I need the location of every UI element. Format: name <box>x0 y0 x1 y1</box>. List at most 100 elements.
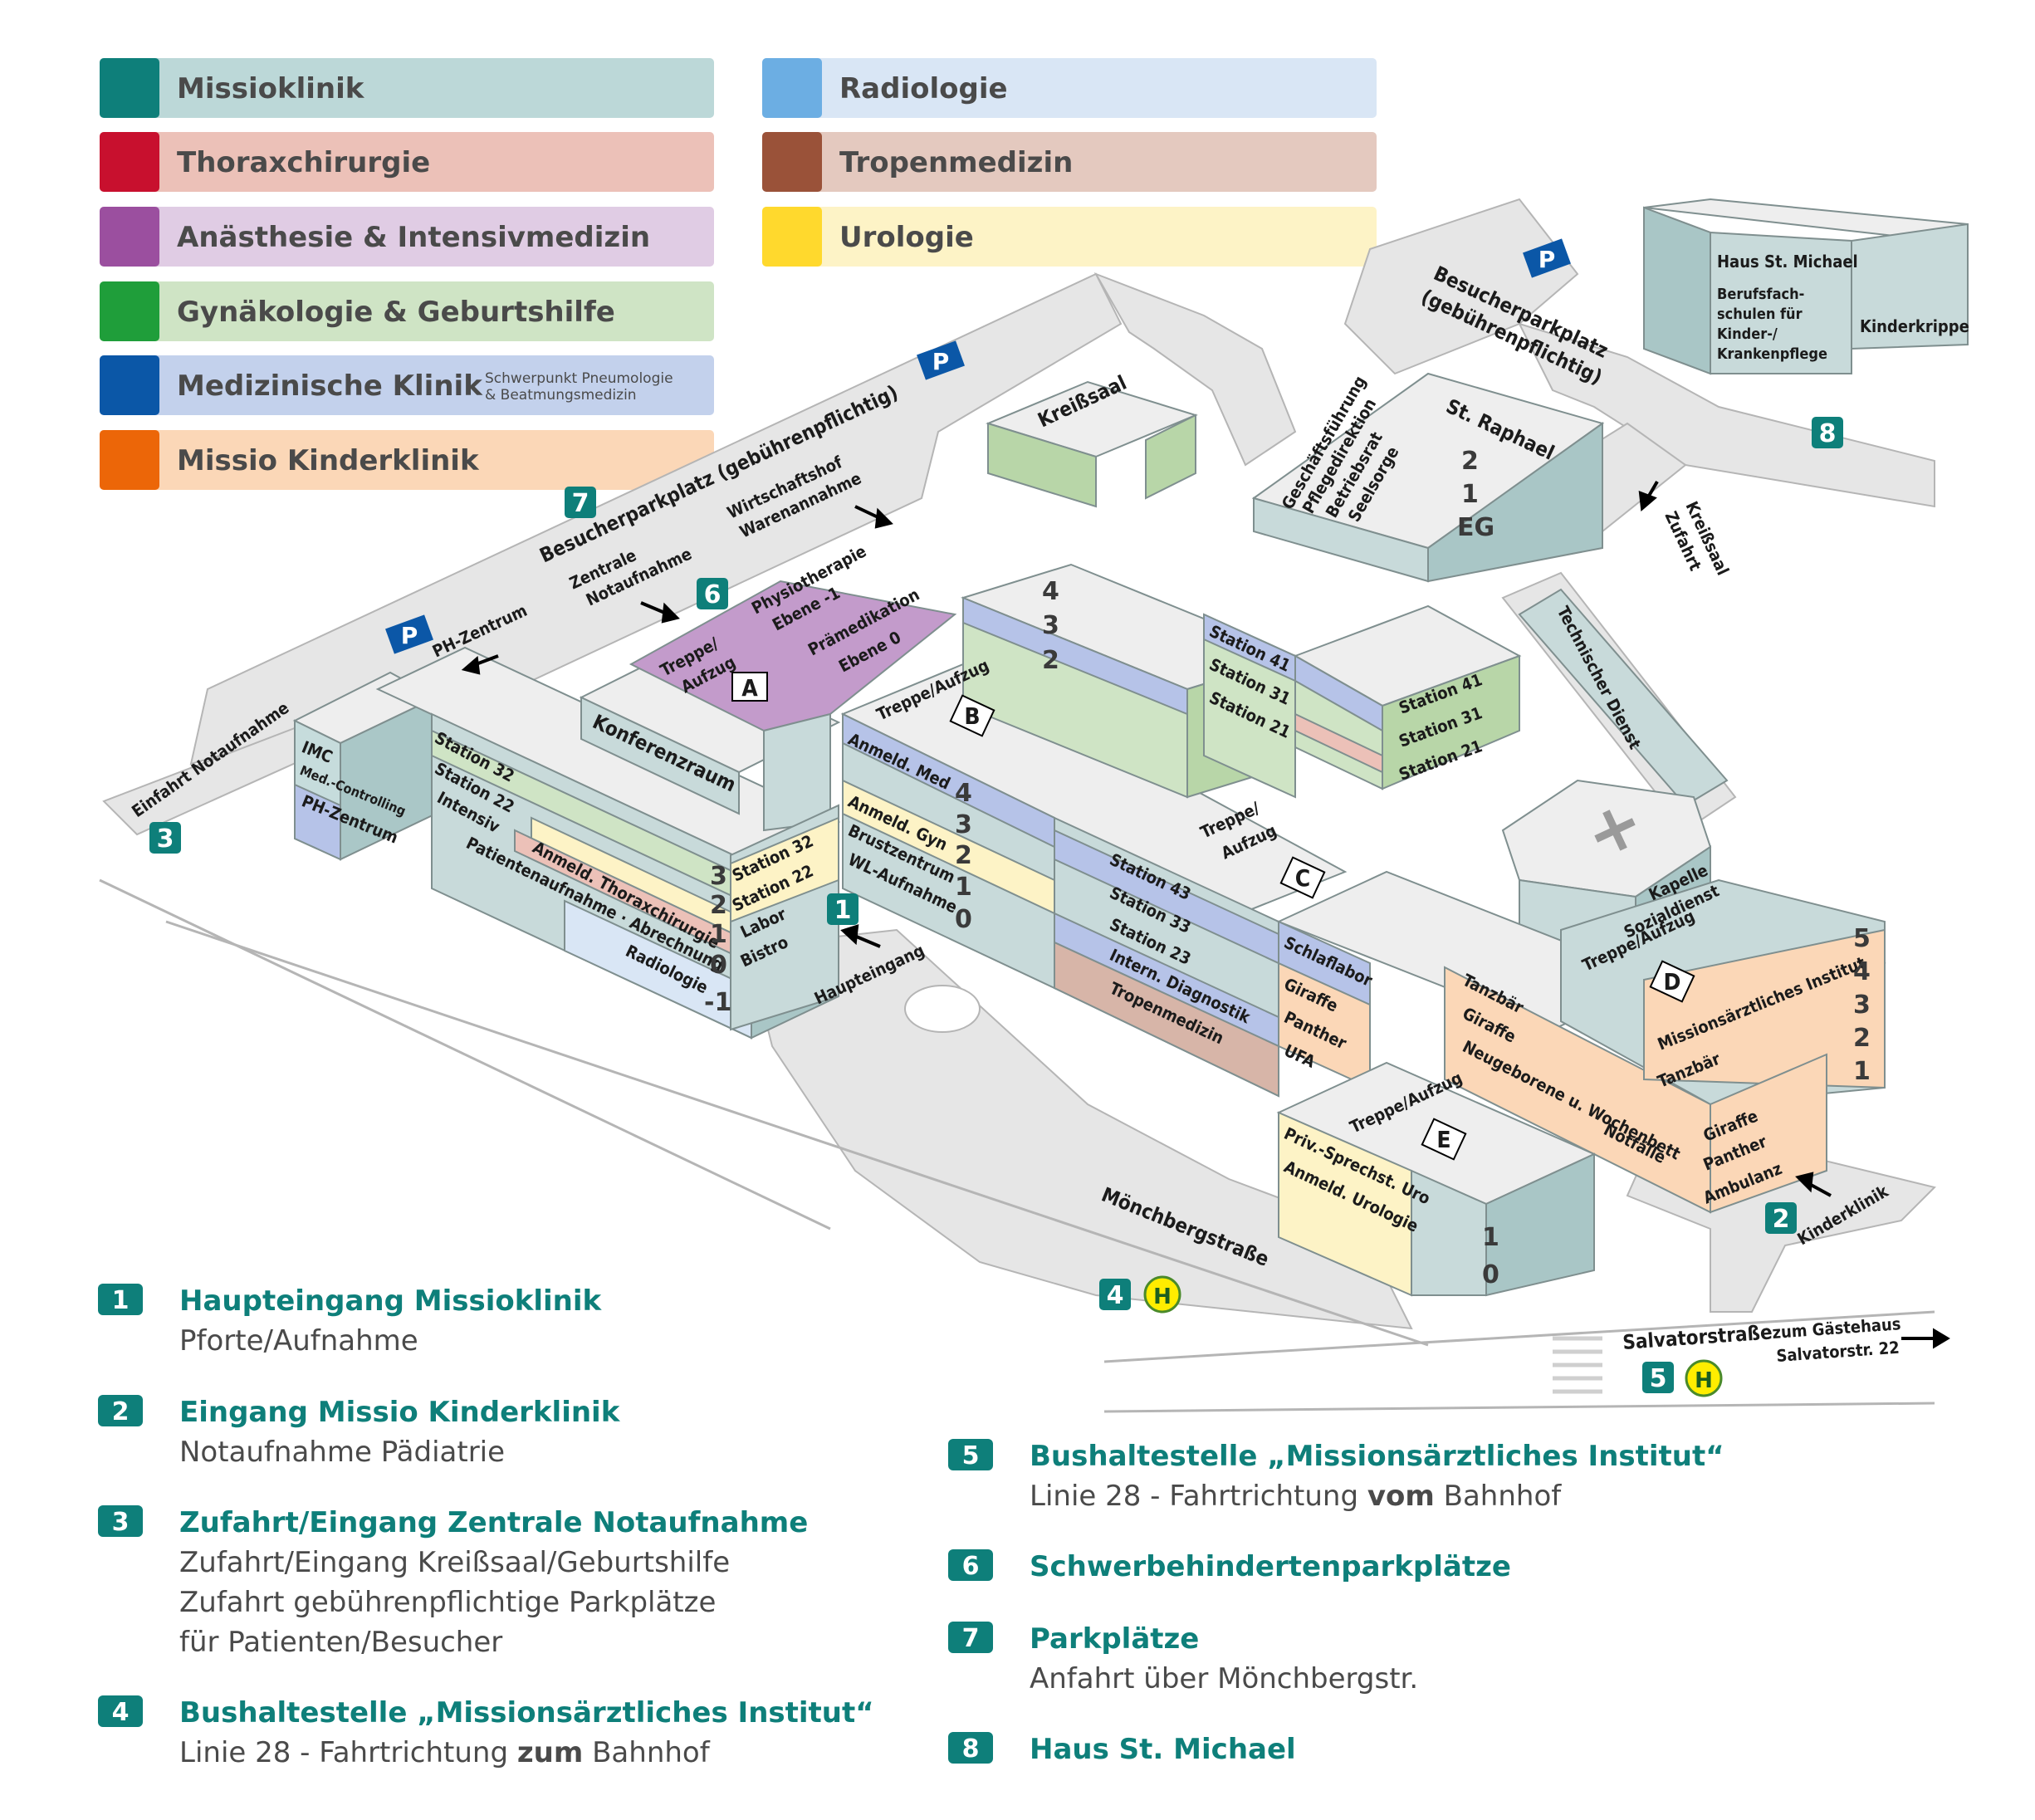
map-badge-1[interactable]: 1 <box>827 893 859 925</box>
label-building-c: C <box>1295 864 1310 892</box>
svg-text:8: 8 <box>962 1734 980 1764</box>
legend-item-gynaekologie: Gynäkologie & Geburtshilfe <box>100 281 714 341</box>
label-schule-2: schulen für <box>1717 306 1803 323</box>
map-badge-2[interactable]: 2 <box>1765 1202 1797 1234</box>
floor-d-5: 5 <box>1853 924 1871 953</box>
bus-stop-5-icon: H <box>1685 1359 1723 1397</box>
legend-label-tropenmedizin: Tropenmedizin <box>839 146 1073 179</box>
floor-wing1-1: 1 <box>710 920 727 949</box>
legend-label-kinderklinik: Missio Kinderklinik <box>177 444 480 477</box>
svg-text:P: P <box>401 622 418 649</box>
street-lines <box>99 878 1935 1413</box>
key-line-1-0: Pforte/Aufnahme <box>179 1324 418 1358</box>
label-schule-4: Krankenpflege <box>1717 345 1827 363</box>
floor-numbers: 3 2 1 0 -1 4 3 2 1 0 4 3 2 2 1 EG 5 4 3 … <box>704 447 1871 1289</box>
label-building-a: A <box>741 674 758 702</box>
floor-b-3: 3 <box>955 810 972 839</box>
legend-label-medizinische-klinik: Medizinische Klinik <box>177 369 483 403</box>
svg-text:4: 4 <box>112 1698 130 1727</box>
key-title-3: Zufahrt/Eingang Zentrale Notaufnahme <box>179 1506 808 1539</box>
svg-text:P: P <box>1538 246 1556 273</box>
label-kinderkrippe: Kinderkrippe <box>1860 316 1969 336</box>
crosswalk <box>1553 1336 1602 1394</box>
key-item-4: 4 Bushaltestelle „Missionsärztliches Ins… <box>98 1695 874 1769</box>
key-title-7: Parkplätze <box>1030 1622 1199 1656</box>
key-item-6: 6 Schwerbehindertenparkplätze <box>948 1549 1511 1583</box>
svg-text:6: 6 <box>962 1552 980 1581</box>
key-item-3: 3 Zufahrt/Eingang Zentrale Notaufnahme Z… <box>98 1505 808 1659</box>
road-main-front <box>746 928 1413 1330</box>
svg-text:7: 7 <box>572 489 589 518</box>
floor-wing1-minus1: -1 <box>704 988 731 1017</box>
key-title-1: Haupteingang Missioklinik <box>179 1284 603 1318</box>
floor-b-4: 4 <box>955 779 972 808</box>
floor-b-2: 2 <box>955 841 972 870</box>
floor-raphael-2: 2 <box>1461 447 1479 476</box>
floor-green-3: 3 <box>1042 611 1059 640</box>
map-badge-5[interactable]: 5 <box>1642 1362 1674 1393</box>
key-item-1: 1 Haupteingang Missioklinik Pforte/Aufna… <box>98 1284 603 1358</box>
label-building-e: E <box>1436 1126 1450 1153</box>
svg-text:8: 8 <box>1819 419 1837 448</box>
legend-label-urologie: Urologie <box>839 221 974 254</box>
map-badge-6[interactable]: 6 <box>697 578 728 609</box>
floor-d-1: 1 <box>1853 1057 1871 1086</box>
floor-raphael-eg: EG <box>1457 513 1494 542</box>
roundabout-island <box>904 985 981 1033</box>
key-line-4-0: Linie 28 - Fahrtrichtung zum Bahnhof <box>179 1736 711 1769</box>
key-item-8: 8 Haus St. Michael <box>948 1732 1296 1766</box>
floor-e-0: 0 <box>1482 1260 1499 1289</box>
map-badge-4[interactable]: 4 <box>1099 1279 1131 1310</box>
building-kinderklinik <box>1276 870 1886 1214</box>
road-right-upper <box>1518 322 1935 508</box>
bus-stop-4-icon: H <box>1143 1275 1181 1314</box>
legend-label-anaesthesie: Anästhesie & Intensivmedizin <box>177 221 650 254</box>
svg-text:4: 4 <box>1107 1281 1124 1310</box>
key-left: 1 Haupteingang Missioklinik Pforte/Aufna… <box>98 1284 874 1769</box>
svg-text:3: 3 <box>112 1508 130 1537</box>
label-building-b: B <box>964 702 980 730</box>
legend-label-missioklinik: Missioklinik <box>177 72 365 105</box>
key-title-4: Bushaltestelle „Missionsärztliches Insti… <box>179 1696 874 1729</box>
label-schule-3: Kinder-/ <box>1717 325 1778 343</box>
legend-sub-beatmung: & Beatmungsmedizin <box>485 387 637 404</box>
map-badge-8[interactable]: 8 <box>1812 417 1843 448</box>
building-tech <box>1518 588 1729 807</box>
label-haus-st-michael: Haus St. Michael <box>1717 252 1858 272</box>
key-line-3-2: für Patienten/Besucher <box>179 1626 502 1659</box>
buildings <box>292 198 1969 1297</box>
svg-text:6: 6 <box>704 580 722 609</box>
floor-wing1-0: 0 <box>710 951 727 980</box>
legend-label-radiologie: Radiologie <box>839 72 1008 105</box>
floor-wing1-3: 3 <box>710 862 727 891</box>
legend-item-kinderklinik: Missio Kinderklinik <box>100 430 714 490</box>
building-b <box>840 663 1348 1098</box>
legend-item-thoraxchirurgie: Thoraxchirurgie <box>100 132 714 192</box>
building-st-michael <box>1643 198 1969 375</box>
building-a <box>629 580 957 832</box>
floor-b-1: 1 <box>955 873 972 902</box>
floor-wing1-2: 2 <box>710 891 727 920</box>
label-guesthouse-2: Salvatorstr. 22 <box>1776 1338 1900 1366</box>
key-item-7: 7 Parkplätze Anfahrt über Mönchbergstr. <box>948 1622 1418 1695</box>
building-wing-1 <box>375 646 841 1040</box>
floor-raphael-1: 1 <box>1461 480 1479 509</box>
svg-text:1: 1 <box>834 896 852 925</box>
legend-item-urologie: Urologie <box>762 207 1377 267</box>
map-badge-3[interactable]: 3 <box>149 822 181 854</box>
map-badge-7[interactable]: 7 <box>565 487 596 518</box>
legend-sub-pneumologie: Schwerpunkt Pneumologie <box>485 370 673 387</box>
key-line-3-0: Zufahrt/Eingang Kreißsaal/Geburtshilfe <box>179 1546 730 1579</box>
svg-text:2: 2 <box>1773 1205 1790 1234</box>
floor-b-0: 0 <box>955 905 972 934</box>
legend-label-thoraxchirurgie: Thoraxchirurgie <box>177 146 430 179</box>
svg-text:7: 7 <box>962 1624 980 1653</box>
key-title-5: Bushaltestelle „Missionsärztliches Insti… <box>1030 1440 1724 1473</box>
building-wing-2 <box>730 804 839 1031</box>
floor-green-4: 4 <box>1042 577 1059 606</box>
key-title-8: Haus St. Michael <box>1030 1733 1296 1766</box>
floor-e-1: 1 <box>1482 1223 1499 1252</box>
legend-item-tropenmedizin: Tropenmedizin <box>762 132 1377 192</box>
road-upper-loop <box>1093 272 1297 467</box>
